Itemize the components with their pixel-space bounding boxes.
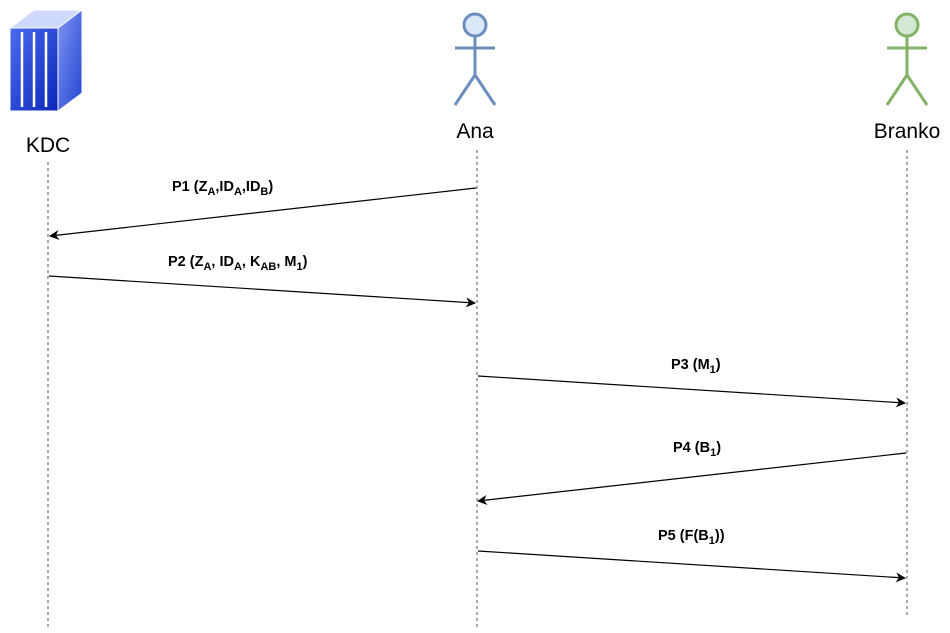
message-label-p3: P3 (M1) (671, 357, 721, 376)
participant-label-kdc: KDC (26, 134, 70, 157)
message-arrow-p2 (48, 275, 476, 308)
message-arrow-p5 (477, 550, 906, 583)
participant-label-ana: Ana (456, 120, 494, 143)
message-label-p5: P5 (F(B1)) (658, 528, 725, 547)
actor-branko-icon (885, 12, 929, 106)
actor-ana-icon (453, 12, 497, 106)
server-icon (8, 9, 84, 112)
message-label-p2: P2 (ZA, IDA, KAB, M1) (168, 254, 308, 273)
message-label-p4: P4 (B1) (673, 440, 721, 459)
message-arrow-p4 (477, 452, 907, 505)
message-arrow-p3 (477, 375, 906, 408)
message-arrow-p1 (49, 187, 477, 240)
participant-label-branko: Branko (874, 120, 941, 143)
message-label-p1: P1 (ZA,IDA,IDB) (172, 179, 273, 198)
